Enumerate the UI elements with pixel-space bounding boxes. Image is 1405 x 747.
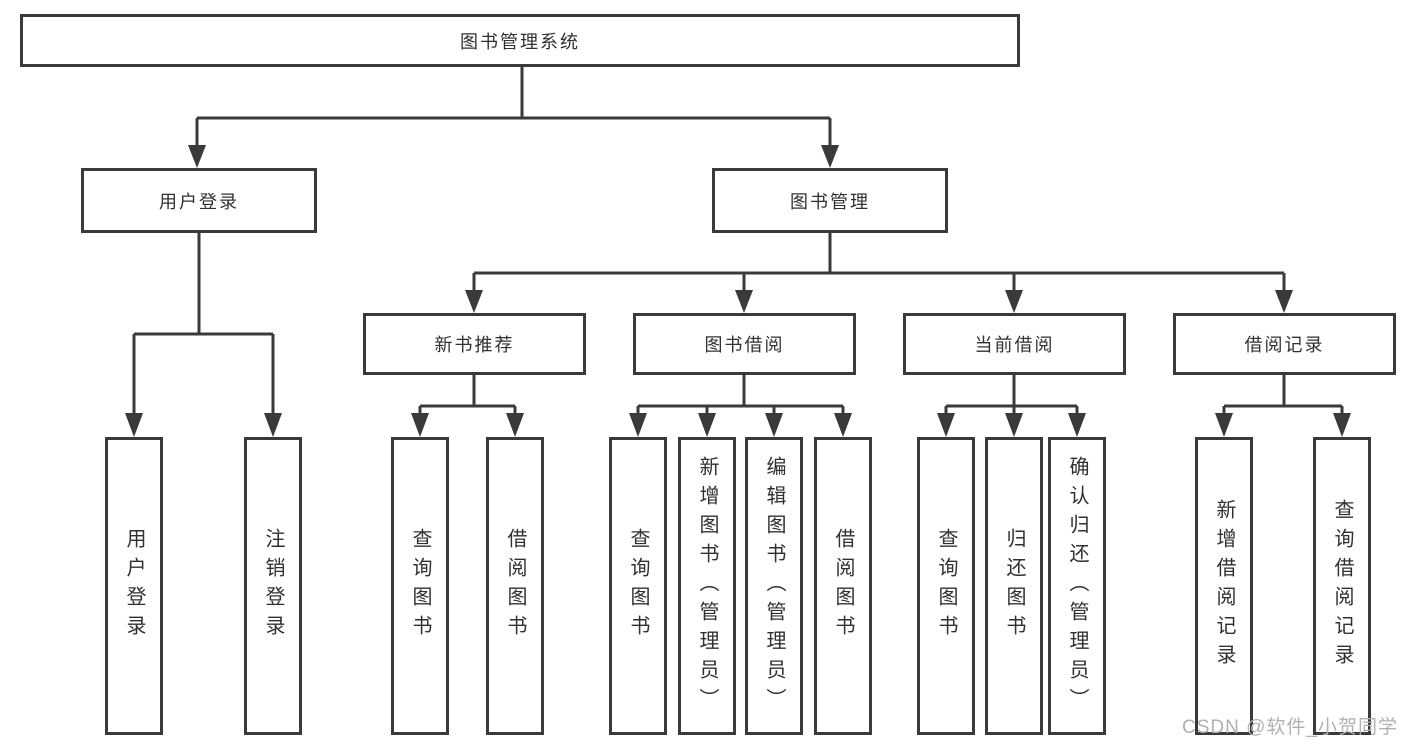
node-label: 查询借阅记录 [1331, 499, 1353, 673]
node-label: 借阅图书 [504, 528, 526, 644]
connector-book-borrow [636, 375, 845, 414]
node-label: 编辑图书（管理员） [763, 455, 785, 717]
connector-borrow-record [1222, 375, 1344, 414]
node-label: 新书推荐 [434, 335, 515, 355]
leaf-add-book-admin: 新增图书（管理员） [678, 437, 736, 735]
node-root-library-system: 图书管理系统 [20, 14, 1020, 67]
arrowhead-down-icon [1333, 413, 1351, 437]
leaf-add-borrow-record: 新增借阅记录 [1195, 437, 1253, 735]
arrowhead-down-icon [937, 413, 955, 437]
arrowhead-down-icon [765, 413, 783, 437]
node-label: 图书管理系统 [460, 31, 580, 52]
leaf-return-book: 归还图书 [985, 437, 1043, 735]
leaf-recommend-borrow-book: 借阅图书 [486, 437, 544, 735]
leaf-query-borrow-record: 查询借阅记录 [1313, 437, 1371, 735]
arrowhead-down-icon [411, 413, 429, 437]
arrowhead-down-icon [125, 413, 143, 437]
arrowhead-down-icon [1005, 290, 1023, 313]
arrowhead-down-icon [834, 413, 852, 437]
node-label: 确认归还（管理员） [1066, 455, 1088, 717]
arrowhead-down-icon [506, 413, 524, 437]
node-label: 注销登录 [262, 528, 284, 644]
arrowhead-down-icon [264, 413, 282, 437]
node-label: 新增借阅记录 [1213, 499, 1235, 673]
leaf-edit-book-admin: 编辑图书（管理员） [745, 437, 803, 735]
node-label: 用户登录 [159, 191, 239, 212]
leaf-borrow-query-book: 查询图书 [609, 437, 667, 735]
arrowhead-down-icon [821, 145, 839, 168]
node-new-book-recommend: 新书推荐 [363, 313, 586, 375]
arrowhead-down-icon [1275, 290, 1293, 313]
leaf-borrow-book: 借阅图书 [814, 437, 872, 735]
arrowhead-down-icon [1068, 413, 1086, 437]
node-user-login: 用户登录 [81, 168, 317, 233]
connector-current-borrow [944, 375, 1079, 414]
node-label: 查询图书 [935, 528, 957, 644]
arrowhead-down-icon [629, 413, 647, 437]
arrowhead-down-icon [1005, 413, 1023, 437]
leaf-confirm-return-admin: 确认归还（管理员） [1048, 437, 1106, 735]
arrowhead-down-icon [1215, 413, 1233, 437]
node-label: 借阅记录 [1244, 335, 1325, 355]
node-label: 查询图书 [627, 528, 649, 644]
node-label: 查询图书 [409, 528, 431, 644]
node-label: 用户登录 [123, 528, 145, 644]
node-label: 借阅图书 [832, 528, 854, 644]
connector-book-management [472, 233, 1286, 292]
arrowhead-down-icon [698, 413, 716, 437]
arrowhead-down-icon [188, 145, 206, 168]
node-book-management: 图书管理 [712, 168, 948, 233]
csdn-watermark: CSDN @软件_小贺同学 [1182, 717, 1398, 738]
node-book-borrow: 图书借阅 [633, 313, 856, 375]
node-label: 新增图书（管理员） [696, 455, 718, 717]
connector-root [195, 67, 832, 147]
connector-user-login [132, 233, 275, 414]
leaf-current-query-book: 查询图书 [917, 437, 975, 735]
leaf-user-login: 用户登录 [105, 437, 163, 735]
node-label: 当前借阅 [974, 335, 1055, 355]
node-label: 归还图书 [1003, 528, 1025, 644]
node-borrow-record: 借阅记录 [1173, 313, 1396, 375]
leaf-logout: 注销登录 [244, 437, 302, 735]
leaf-recommend-query-book: 查询图书 [391, 437, 449, 735]
node-label: 图书管理 [790, 191, 870, 212]
connector-new-book-recommend [418, 375, 517, 414]
arrowhead-down-icon [735, 290, 753, 313]
arrowhead-down-icon [465, 290, 483, 313]
node-current-borrow: 当前借阅 [903, 313, 1126, 375]
node-label: 图书借阅 [704, 335, 785, 355]
